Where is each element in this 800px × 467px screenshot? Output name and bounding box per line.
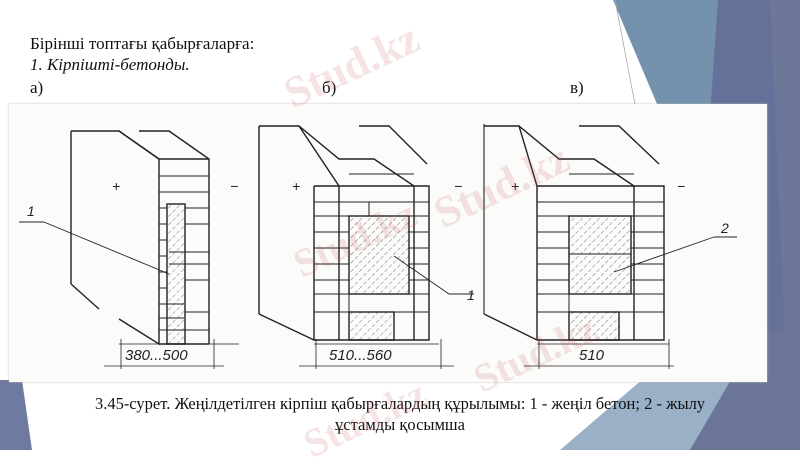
panel-a-minus: − bbox=[230, 178, 238, 194]
panel-b-callout: 1 bbox=[467, 287, 475, 303]
panel-v-drawing bbox=[483, 125, 737, 369]
panel-v-plus: + bbox=[511, 178, 519, 194]
label-v: в) bbox=[570, 78, 584, 97]
panel-v-minus: − bbox=[677, 178, 685, 194]
panel-b-drawing bbox=[258, 124, 485, 369]
panel-v-dimension: 510 bbox=[579, 347, 605, 364]
label-b: б) bbox=[322, 78, 337, 97]
slide-title: Бірінші топтағы қабырғаларға: bbox=[30, 34, 255, 53]
figure-caption-line2: ұстамды қосымша bbox=[335, 415, 465, 434]
panel-v-callout: 2 bbox=[720, 220, 729, 236]
bg-shape-left bbox=[0, 380, 32, 450]
panel-a-plus: + bbox=[112, 178, 120, 194]
panel-a-callout: 1 bbox=[27, 203, 35, 219]
wall-diagram-figure: + − 1 380...500 + − 1 510...560 + − 2 51… bbox=[9, 104, 767, 382]
figure-caption-line1: 3.45-сурет. Жеңілдетілген кірпіш қабырға… bbox=[94, 394, 706, 413]
panel-b-dimension: 510...560 bbox=[329, 347, 392, 364]
label-a: а) bbox=[30, 78, 44, 97]
bg-shape-dark bbox=[690, 330, 800, 450]
panel-b-plus: + bbox=[292, 178, 300, 194]
wall-diagram: + − 1 380...500 + − 1 510...560 + − 2 51… bbox=[19, 124, 737, 369]
panel-a-dimension: 380...500 bbox=[125, 347, 188, 364]
slide-subtitle: 1. Кірпішті-бетонды. bbox=[30, 55, 190, 74]
panel-b-minus: − bbox=[454, 178, 462, 194]
panel-a-drawing bbox=[19, 130, 239, 369]
